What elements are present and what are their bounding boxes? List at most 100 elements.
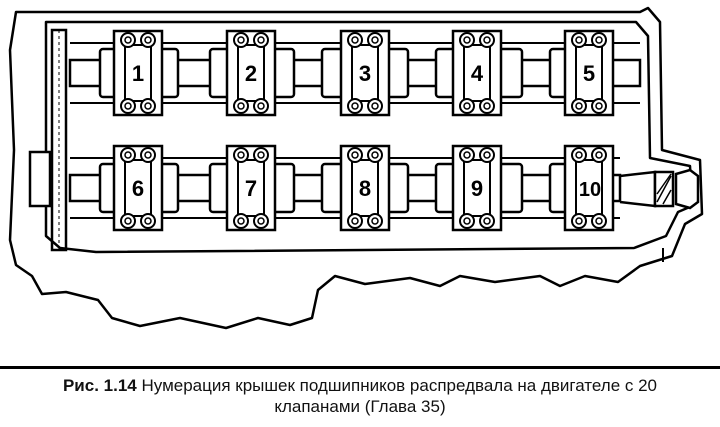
bolt-outer [233,213,249,229]
caption-label: Рис. 1.14 [62,376,137,395]
bearing-cap-body [463,44,491,102]
bolt-head [140,98,156,114]
bolt-head [253,147,269,163]
bearing-caps-bottom [112,144,615,232]
cylinder-head-diagram: 1 2 3 4 5 6 7 8 9 10 [8,6,704,330]
bearing-cap-number-7: 7 [245,176,257,201]
bolt-inner [257,36,265,44]
bolt-outer [591,32,607,48]
bolt-inner [595,36,603,44]
bolt-outer [591,147,607,163]
bolt-outer [233,98,249,114]
caption-text: Нумерация крышек подшипников распредвала… [141,376,658,395]
figure-caption: Рис. 1.14 Нумерация крышек подшипников р… [10,375,710,417]
bolt-head [140,147,156,163]
bolt-outer [347,98,363,114]
bolt-head [459,147,475,163]
bolt-inner [351,151,359,159]
bolt-inner [237,217,245,225]
bearing-cap-body [237,44,265,102]
bolt-inner [575,102,583,110]
bolt-outer [367,147,383,163]
bolt-head [571,98,587,114]
bearing-cap-body [124,44,152,102]
bolt-outer [253,98,269,114]
bolt-head [253,32,269,48]
bolt-outer [571,147,587,163]
bolt-outer [571,98,587,114]
bolt-head [120,98,136,114]
bolt-inner [237,102,245,110]
bolt-head [479,32,495,48]
bolt-outer [479,213,495,229]
bolt-outer [120,147,136,163]
head-inner-frame [44,20,694,254]
bolt-inner [351,36,359,44]
bolt-inner [371,36,379,44]
bolt-outer [347,213,363,229]
bolt-outer [459,213,475,229]
bolt-inner [351,217,359,225]
bearing-cap-number-8: 8 [359,176,371,201]
bolt-head [347,98,363,114]
bolt-inner [144,217,152,225]
bolt-head [367,32,383,48]
bolt-inner [124,36,132,44]
bolt-head [591,213,607,229]
bolt-inner [257,102,265,110]
bolt-head [233,147,249,163]
bearing-cap-number-2: 2 [245,61,257,86]
bolt-head [120,147,136,163]
bearing-cap [339,29,391,117]
bearing-cap [112,29,164,117]
bolt-inner [371,102,379,110]
bolt-inner [483,217,491,225]
bolt-inner [257,151,265,159]
bolt-head [571,32,587,48]
bolt-outer [367,98,383,114]
bolt-outer [367,213,383,229]
bolt-outer [347,147,363,163]
bolt-inner [124,217,132,225]
bolt-inner [144,102,152,110]
bolt-outer [459,32,475,48]
bolt-inner [124,151,132,159]
bolt-inner [595,102,603,110]
bolt-inner [371,151,379,159]
bolt-head [140,32,156,48]
bearing-cap-body [351,44,379,102]
bolt-head [253,98,269,114]
bolt-outer [347,32,363,48]
bearing-cap-body [237,159,265,217]
bolt-head [459,98,475,114]
bearing-cap-number-10: 10 [579,179,601,201]
bolt-head [479,147,495,163]
bearing-cap [563,144,615,232]
bolt-inner [595,217,603,225]
bearing-cap-body [124,159,152,217]
bearing-cap-body [351,159,379,217]
bolt-outer [591,98,607,114]
bolt-inner [124,102,132,110]
bolt-outer [120,98,136,114]
bearing-cap [563,29,615,117]
bearing-cap-body [575,159,603,217]
bearing-cap-number-3: 3 [359,61,371,86]
bolt-head [591,147,607,163]
bolt-inner [463,151,471,159]
bolt-inner [463,217,471,225]
bolt-head [347,213,363,229]
bolt-inner [463,36,471,44]
bolt-outer [253,147,269,163]
bolt-outer [233,147,249,163]
caption-text-line2: клапанами (Глава 35) [274,397,446,416]
bolt-head [367,147,383,163]
bearing-cap-number-5: 5 [583,61,595,86]
bolt-outer [253,213,269,229]
bolt-outer [479,98,495,114]
bolt-outer [140,98,156,114]
bolt-outer [459,98,475,114]
bolt-inner [144,36,152,44]
bolt-head [120,32,136,48]
bearing-cap-number-1: 1 [132,61,144,86]
